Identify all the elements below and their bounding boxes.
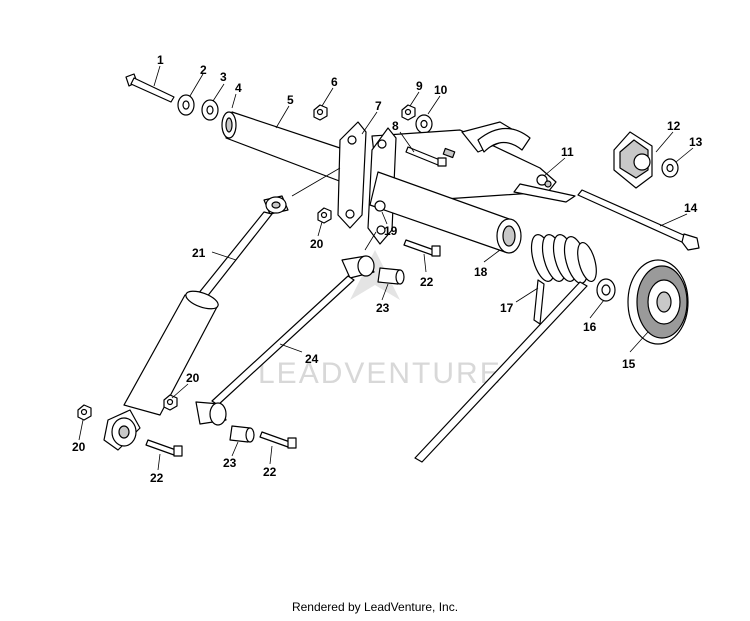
callout-18: 18 [474,265,488,279]
footer-credit: Rendered by LeadVenture, Inc. [291,600,459,614]
callout-16: 16 [583,320,597,334]
callout-1: 1 [157,53,164,67]
part-bushing-23b [229,425,255,443]
callout-23a: 23 [376,301,390,315]
part-bolt-1 [125,73,175,103]
callout-3: 3 [220,70,227,84]
part-washer-2 [177,94,195,116]
callout-labels: 1 2 3 4 5 6 7 8 9 10 11 12 13 14 15 16 1… [72,53,703,485]
callout-7: 7 [375,99,382,113]
callout-15: 15 [622,357,636,371]
part-bolt-14 [577,189,700,251]
part-nut-9 [401,104,416,121]
callout-4: 4 [235,81,242,95]
callout-14: 14 [684,201,698,215]
part-nut-6 [313,104,328,121]
watermark-logo-icon [350,250,400,300]
part-spring-17 [414,234,597,463]
part-nut-20b [163,394,178,411]
callout-6: 6 [331,75,338,89]
callout-17: 17 [500,301,514,315]
callout-13: 13 [689,135,703,149]
part-nut-20a [317,207,332,224]
part-link-rod-24 [195,255,375,426]
callout-5: 5 [287,93,294,107]
part-washer-10 [415,114,433,134]
part-bolt-8 [405,146,447,167]
callout-20c: 20 [72,440,86,454]
part-bushing-23a [377,267,405,285]
callout-24: 24 [305,352,319,366]
callout-9: 9 [416,79,423,93]
callout-23b: 23 [223,456,237,470]
callout-11: 11 [561,145,574,159]
part-shock-21 [103,195,289,451]
part-washer-13 [661,158,679,178]
part-bolt-22c [259,431,297,449]
callout-22a: 22 [420,275,434,289]
part-tube-18 [369,171,522,254]
part-bolt-22a [403,239,441,257]
callout-22c: 22 [263,465,277,479]
callout-10: 10 [434,83,448,97]
part-shaft-tube-5 [221,111,353,183]
callout-2: 2 [200,63,207,77]
part-block-12 [613,131,653,189]
callout-19: 19 [384,224,398,238]
part-nut-20c [77,404,92,421]
callout-12: 12 [667,119,681,133]
part-pin-19 [374,200,386,212]
callout-21: 21 [192,246,206,260]
watermark: LEADVENTURE [258,250,502,390]
part-washer-3 [201,99,219,121]
leader-lines [78,65,694,471]
callout-22b: 22 [150,471,164,485]
part-wheel-15 [627,259,689,345]
part-bolt-22b [145,439,183,457]
callout-20b: 20 [186,371,200,385]
watermark-text: LEADVENTURE [258,357,502,390]
part-washer-16 [596,278,616,302]
callout-20a: 20 [310,237,324,251]
callout-8: 8 [392,119,399,133]
